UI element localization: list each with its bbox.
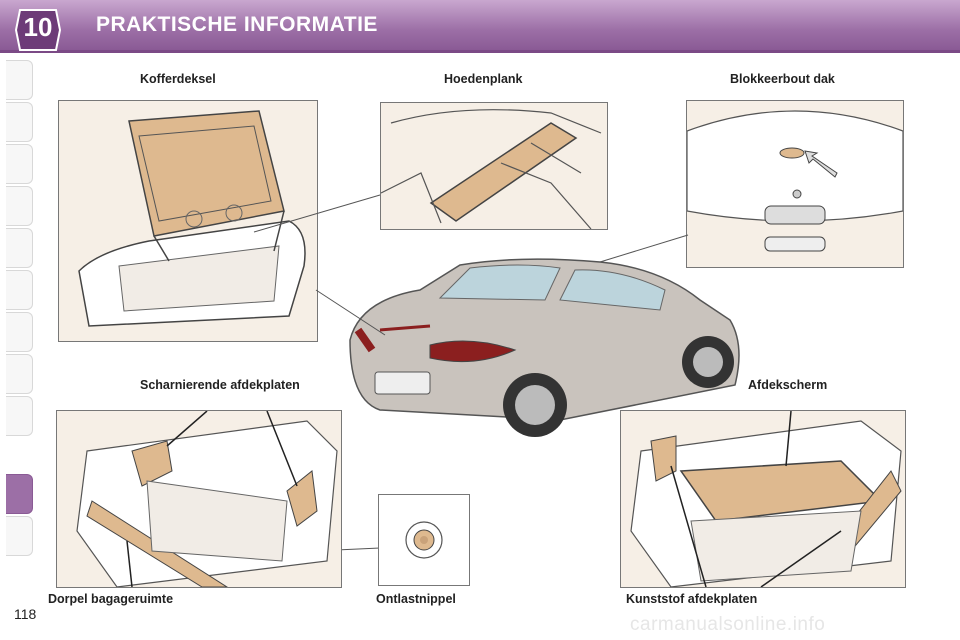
sidebar-tab[interactable] — [6, 102, 33, 142]
sidebar-tab[interactable] — [6, 354, 33, 394]
chapter-sidebar — [0, 60, 34, 570]
sidebar-tab[interactable] — [6, 60, 33, 100]
chapter-number: 10 — [23, 12, 53, 42]
sidebar-tab[interactable] — [6, 270, 33, 310]
sidebar-tab[interactable] — [6, 144, 33, 184]
label-kofferdeksel: Kofferdeksel — [140, 72, 216, 86]
sidebar-tab[interactable] — [6, 186, 33, 226]
chapter-badge-icon — [14, 9, 62, 51]
label-scharnierende-afdekplaten: Scharnierende afdekplaten — [140, 378, 300, 392]
header-divider — [0, 50, 960, 53]
sidebar-tab-active[interactable] — [6, 474, 33, 514]
label-dorpel-bagageruimte: Dorpel bagageruimte — [48, 592, 174, 606]
chapter-header — [0, 0, 960, 50]
hinged-covers-illustration — [56, 410, 342, 588]
roof-lock-illustration — [686, 100, 904, 268]
trunk-screen-illustration — [620, 410, 906, 588]
sidebar-tab[interactable] — [6, 312, 33, 352]
page-number: 118 — [14, 606, 37, 622]
watermark: carmanualsonline.info — [630, 614, 826, 635]
label-kunststof-afdekplaten: Kunststof afdekplaten — [626, 592, 758, 606]
page-title: PRAKTISCHE INFORMATIE — [96, 13, 378, 36]
label-hoedenplank: Hoedenplank — [444, 72, 523, 86]
label-afdekscherm: Afdekscherm — [748, 378, 828, 392]
label-ontlastnippel: Ontlastnippel — [376, 592, 456, 606]
parcel-shelf-illustration — [380, 102, 608, 230]
vent-nipple-illustration — [378, 494, 470, 586]
sidebar-tab[interactable] — [6, 396, 33, 436]
sidebar-tab[interactable] — [6, 516, 33, 556]
sidebar-tab[interactable] — [6, 228, 33, 268]
label-blokkeerbout-dak: Blokkeerbout dak — [730, 72, 835, 86]
trunk-lid-illustration — [58, 100, 318, 342]
